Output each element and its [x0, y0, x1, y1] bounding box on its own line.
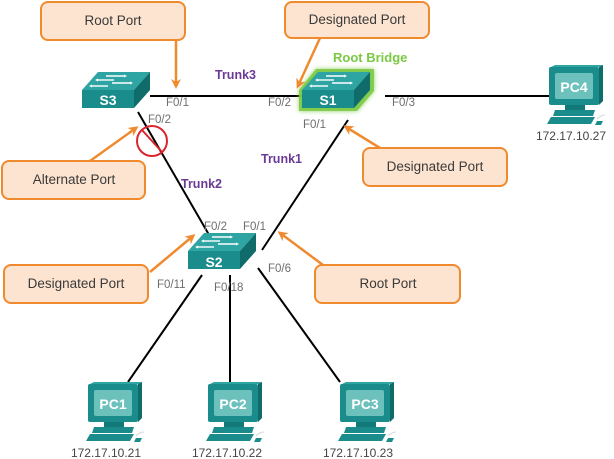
blocked-port-icon	[136, 125, 168, 157]
callout-s1-designated-port-f02-text: Designated Port	[309, 12, 406, 27]
pc1-label: PC1	[99, 396, 126, 412]
port-label-s3-f01: F0/1	[166, 97, 189, 109]
s2-pc3-link	[257, 267, 341, 383]
callout-s1-designated-port-f01: Designated Port	[343, 125, 508, 187]
trunk3-label: Trunk3	[215, 68, 256, 82]
trunk2-label: Trunk2	[181, 177, 222, 191]
trunk1-link	[261, 119, 349, 251]
switch-s2-label: S2	[205, 254, 222, 270]
pc-pc1[interactable]: PC1	[85, 381, 145, 443]
port-label-s2-f02: F0/2	[204, 221, 227, 233]
switch-s1[interactable]: S1	[299, 69, 374, 111]
pc2-label: PC2	[219, 396, 246, 412]
pc-pc4[interactable]: PC4	[546, 64, 606, 126]
pc3-label: PC3	[351, 396, 378, 412]
switch-s3[interactable]: S3	[81, 71, 151, 109]
port-label-s2-f018: F0/18	[214, 282, 243, 294]
pc-pc2[interactable]: PC2	[205, 381, 265, 443]
callout-s2-designated-port: Designated Port	[3, 234, 196, 304]
callout-s2-root-port-text: Root Port	[359, 276, 416, 291]
trunk2-link	[137, 111, 213, 241]
links	[127, 95, 560, 383]
callout-s3-alternate-port: Alternate Port	[1, 126, 146, 200]
port-label-s1-f02: F0/2	[268, 97, 291, 109]
pc-pc3[interactable]: PC3	[337, 381, 397, 443]
port-label-s2-f011: F0/11	[157, 279, 186, 291]
pc4-ip: 172.17.10.27	[536, 129, 606, 143]
port-label-s3-f02: F0/2	[148, 114, 171, 126]
switch-s1-label: S1	[319, 92, 336, 108]
switch-s3-label: S3	[99, 92, 116, 108]
trunk1-label: Trunk1	[261, 152, 302, 166]
callout-s3-root-port-text: Root Port	[84, 13, 141, 28]
port-label-s1-f01: F0/1	[303, 119, 326, 131]
switch-s2[interactable]: S2	[187, 232, 257, 270]
callout-s3-alternate-port-text: Alternate Port	[33, 172, 116, 187]
callout-s2-designated-port-text: Designated Port	[28, 276, 125, 291]
root-bridge-badge: Root Bridge	[333, 50, 407, 65]
port-label-s2-f06: F0/6	[268, 263, 291, 275]
port-label-s2-f01: F0/1	[243, 221, 266, 233]
callout-s1-designated-port-f01-text: Designated Port	[387, 159, 484, 174]
callout-s3-root-port: Root Port	[40, 1, 186, 89]
pc2-ip: 172.17.10.22	[192, 446, 262, 459]
s2-pc1-link	[127, 274, 203, 383]
pc3-ip: 172.17.10.23	[323, 446, 393, 459]
pc1-ip: 172.17.10.21	[71, 446, 141, 459]
port-label-s1-f03: F0/3	[392, 97, 415, 109]
pc4-label: PC4	[560, 79, 587, 95]
callout-s1-designated-port-f02: Designated Port	[284, 1, 430, 89]
callout-s2-root-port: Root Port	[277, 231, 461, 304]
